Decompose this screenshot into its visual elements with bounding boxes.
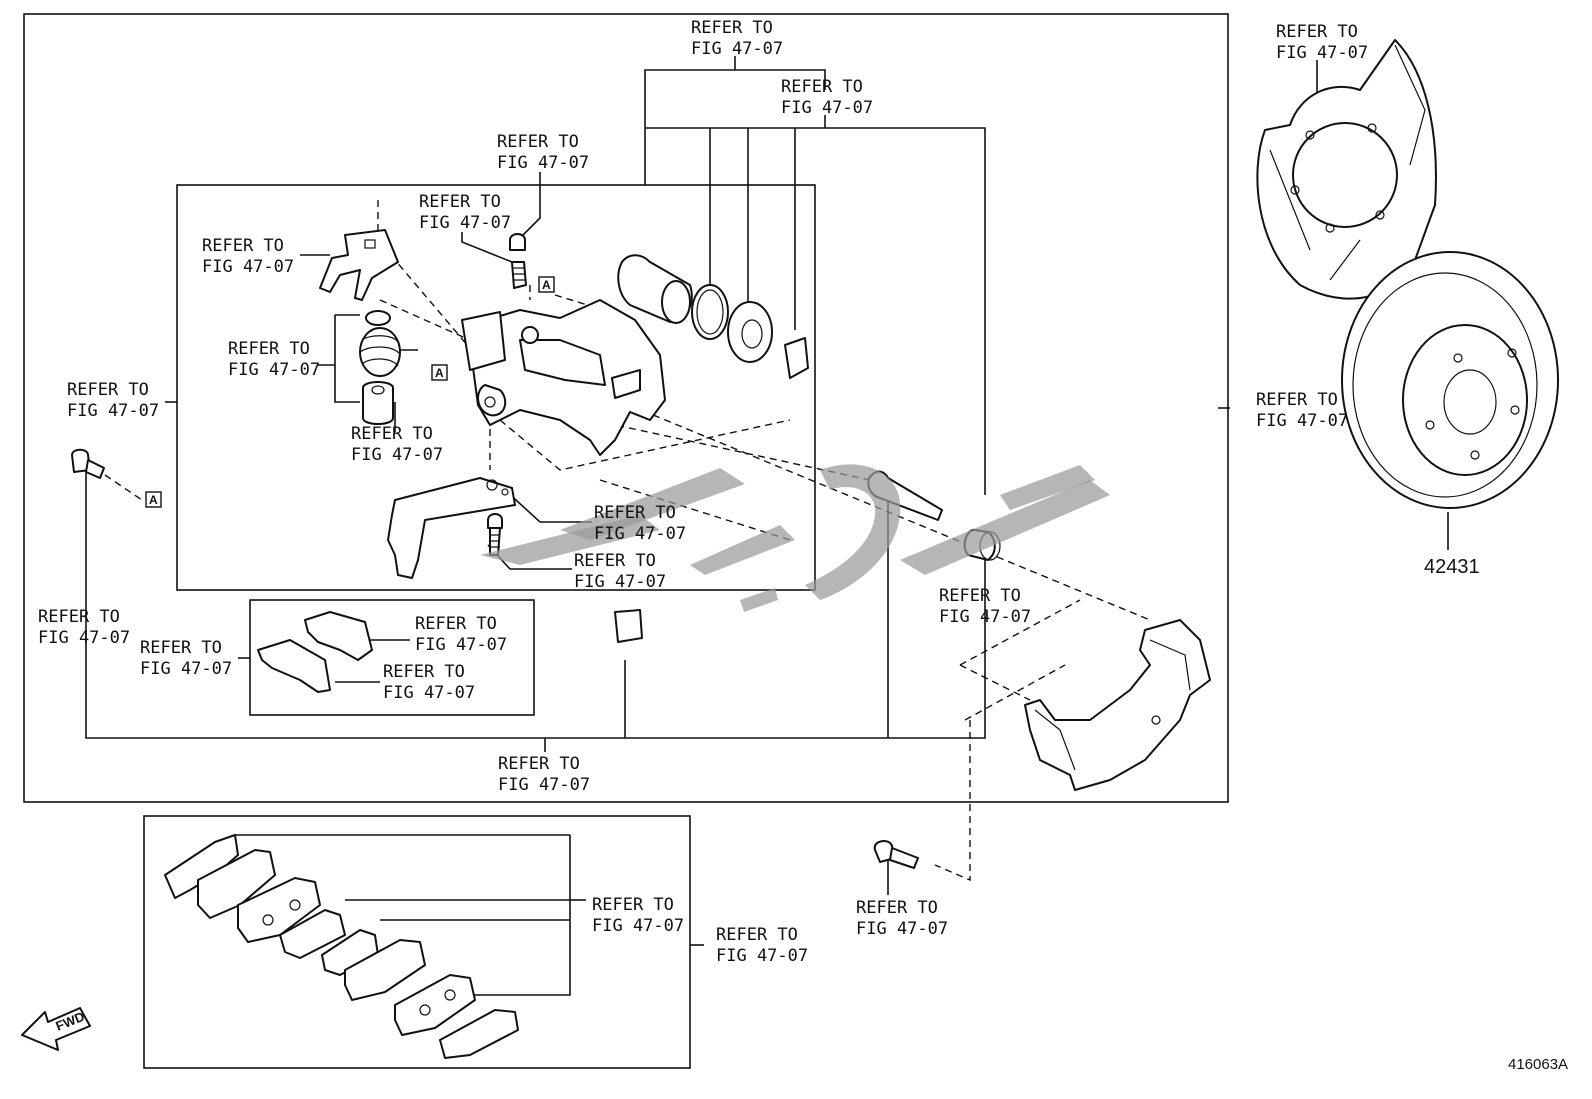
part-number-disc: 42431	[1424, 556, 1480, 578]
brake-pad-kit	[164, 834, 519, 1059]
leader-lines	[85, 56, 1449, 996]
brake-disc	[1341, 251, 1559, 509]
marker-a-group: A A A	[145, 276, 555, 508]
brake-pad-kit-frame	[143, 815, 691, 1069]
marker-a-3	[145, 491, 162, 508]
bolts	[71, 448, 919, 869]
marker-a-1	[538, 276, 555, 293]
caliper-body	[461, 299, 666, 456]
dust-shield	[1256, 39, 1437, 300]
marker-a-2	[431, 364, 448, 381]
caliper-subassembly-frame	[176, 184, 816, 591]
marker-a-1-text: A	[542, 278, 551, 292]
cable-bracket	[387, 477, 516, 579]
clip-kit	[257, 609, 643, 693]
parking-lever	[319, 229, 418, 425]
watermark-logo	[480, 464, 1110, 612]
piston-and-seals	[617, 254, 809, 379]
bleeder-screw	[509, 233, 527, 289]
diagram-id: 416063A	[1508, 1056, 1569, 1073]
caliper-bracket	[1024, 619, 1211, 791]
marker-a-3-text: A	[149, 493, 158, 507]
marker-a-2-text: A	[435, 366, 444, 380]
fwd-arrow-icon: FWD	[21, 1007, 91, 1051]
